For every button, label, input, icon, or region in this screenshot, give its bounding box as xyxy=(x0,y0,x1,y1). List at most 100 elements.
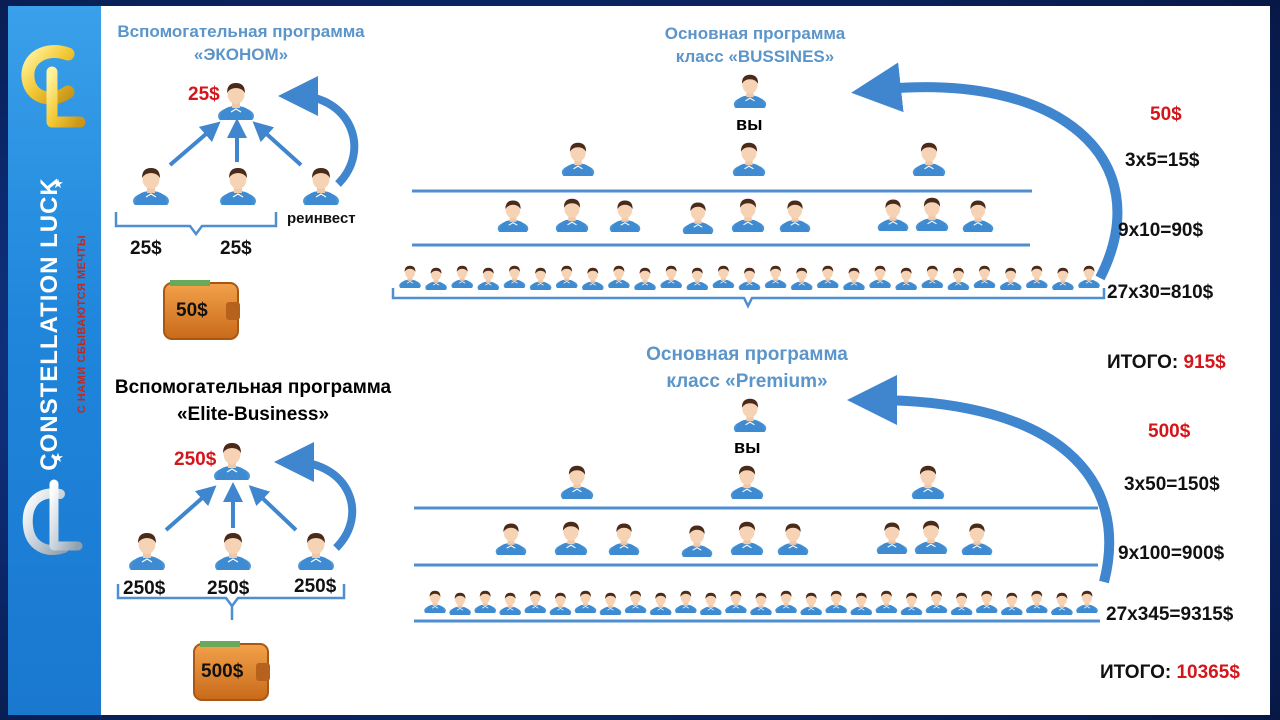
person-icon xyxy=(774,590,798,613)
person-icon xyxy=(574,590,597,613)
wallet-icon xyxy=(193,641,270,701)
person-icon xyxy=(764,265,787,288)
person-icon xyxy=(842,267,866,290)
person-icon xyxy=(912,142,946,176)
person-icon xyxy=(560,465,594,499)
premium-title-line1: Основная программа xyxy=(646,344,848,365)
straight-arrow-icon xyxy=(168,118,303,167)
person-icon xyxy=(448,592,472,615)
sidebar: ★ ★ CONSTELLATION LUCK С НАМИ СБЫВАЮТСЯ … xyxy=(8,6,101,715)
econom-wallet-amount: 50$ xyxy=(176,300,208,321)
person-icon xyxy=(699,592,722,615)
person-icon xyxy=(503,265,526,288)
person-icon xyxy=(732,142,766,176)
econom-top-amount: 25$ xyxy=(188,84,220,105)
person-icon xyxy=(925,590,948,613)
person-icon xyxy=(850,592,873,615)
econom-right-amount: 25$ xyxy=(220,238,252,259)
person-icon xyxy=(875,590,898,613)
person-icon xyxy=(724,590,748,613)
business-title-line2: класс «BUSSINES» xyxy=(675,47,835,66)
person-icon xyxy=(398,265,422,288)
logo-icon xyxy=(22,479,83,555)
person-icon xyxy=(1025,265,1048,288)
person-icon xyxy=(524,590,547,613)
person-icon xyxy=(555,265,578,288)
business-row1: 3х5=15$ xyxy=(1125,150,1200,171)
person-icon xyxy=(1075,590,1099,613)
person-icon xyxy=(733,398,767,432)
person-icon xyxy=(214,532,252,570)
person-icon xyxy=(581,267,604,290)
person-icon xyxy=(911,465,945,499)
econom-left-amount: 25$ xyxy=(130,238,162,259)
elite-amount-2: 250$ xyxy=(207,578,250,599)
premium-title-line2: класс «Premium» xyxy=(666,371,828,392)
logo-icon xyxy=(21,45,86,128)
curved-arrow-icon xyxy=(278,76,359,187)
business-total-label: ИТОГО: xyxy=(1107,352,1179,373)
person-icon xyxy=(738,267,761,290)
sidebar-graphics: ★ ★ xyxy=(21,45,86,555)
premium-title: Основная программа класс «Premium» xyxy=(612,341,882,395)
elite-wallet-amount: 500$ xyxy=(201,661,244,682)
person-icon xyxy=(1051,267,1075,290)
row2-people xyxy=(495,520,993,557)
person-icon xyxy=(423,590,447,613)
person-icon xyxy=(674,590,697,613)
person-icon xyxy=(561,142,595,176)
row2-people xyxy=(497,197,994,234)
person-icon xyxy=(1050,592,1074,615)
person-icon xyxy=(800,592,823,615)
elite-title-line2: «Elite-Business» xyxy=(176,404,330,425)
elite-title: Вспомогательная программа «Elite-Busines… xyxy=(100,374,406,428)
reinvest-label: реинвест xyxy=(287,210,356,227)
person-icon xyxy=(649,592,672,615)
person-icon xyxy=(733,74,767,108)
person-icon xyxy=(712,265,735,288)
person-icon xyxy=(790,267,813,290)
person-icon xyxy=(499,592,522,615)
person-icon xyxy=(1077,265,1101,288)
person-icon xyxy=(950,592,973,615)
straight-arrow-icon xyxy=(164,482,298,532)
person-icon xyxy=(633,267,657,290)
row3-people xyxy=(398,265,1101,290)
elite-amount-1: 250$ xyxy=(123,578,166,599)
elite-title-line1: Вспомогательная программа xyxy=(114,377,392,398)
person-icon xyxy=(219,167,257,205)
business-row2: 9х10=90$ xyxy=(1118,220,1204,241)
person-icon xyxy=(477,267,500,290)
person-icon xyxy=(1025,590,1048,613)
star-icon: ★ xyxy=(52,176,64,191)
person-icon xyxy=(749,592,773,615)
premium-total: ИТОГО: 10365$ xyxy=(1100,662,1240,684)
person-icon xyxy=(128,532,166,570)
business-row3: 27х30=810$ xyxy=(1107,282,1214,303)
person-icon xyxy=(973,265,996,288)
person-icon xyxy=(624,590,647,613)
premium-row1: 3х50=150$ xyxy=(1124,474,1220,495)
elite-amount-3: 250$ xyxy=(294,576,337,597)
person-icon xyxy=(451,265,474,288)
premium-row2: 9х100=900$ xyxy=(1118,543,1225,564)
person-icon xyxy=(730,465,764,499)
row3-people xyxy=(423,590,1099,615)
person-icon xyxy=(529,267,552,290)
business-price: 50$ xyxy=(1150,104,1182,125)
person-icon xyxy=(213,442,251,480)
person-icon xyxy=(607,265,631,288)
person-icon xyxy=(868,265,892,288)
brace-icon xyxy=(391,288,1106,309)
business-total-value: 915$ xyxy=(1183,352,1226,373)
person-icon xyxy=(895,267,918,290)
person-icon xyxy=(825,590,848,613)
econom-title: Вспомогательная программа «ЭКОНОМ» xyxy=(106,20,376,66)
premium-row3: 27х345=9315$ xyxy=(1106,604,1234,625)
premium-total-value: 10365$ xyxy=(1176,662,1240,683)
person-icon xyxy=(549,592,572,615)
business-title-line1: Основная программа xyxy=(664,24,846,43)
person-icon xyxy=(132,167,170,205)
